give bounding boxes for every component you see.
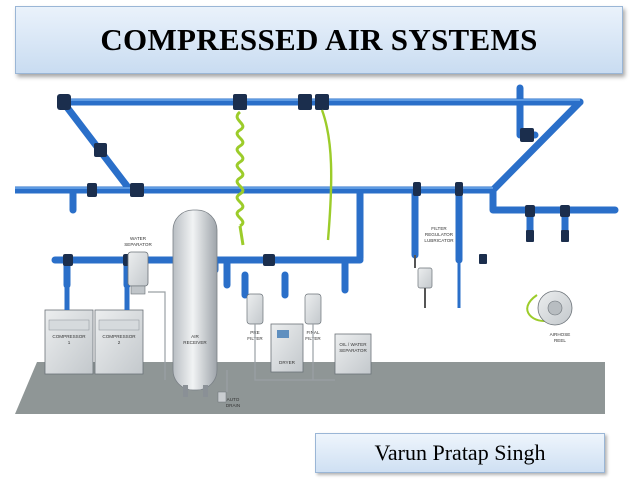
label-air-receiver-2: RECEIVER [183, 340, 207, 345]
label-auto-drain-1: AUTO [227, 397, 240, 402]
label-dryer: DRYER [279, 360, 296, 365]
label-compressor-2-b: 2 [118, 340, 121, 345]
label-compressor-1-b: 1 [68, 340, 71, 345]
author-name: Varun Pratap Singh [374, 440, 546, 465]
coiled-hose [235, 110, 245, 246]
compressor-risers [64, 285, 130, 310]
label-oil-water-separator-1: OIL / WATER [339, 342, 367, 347]
dryer: DRYER [270, 323, 304, 373]
label-compressor-2-a: COMPRESSOR [102, 334, 136, 339]
pipe-fittings [57, 94, 570, 266]
air-receiver-tank: AIR RECEIVER [172, 209, 218, 397]
straight-hose [320, 109, 333, 241]
auto-drain: AUTO DRAIN [217, 391, 240, 408]
label-airhose-reel-1: AIRHOSE [550, 332, 571, 337]
label-air-receiver-1: AIR [191, 334, 199, 339]
label-compressor-1-a: COMPRESSOR [52, 334, 86, 339]
hanging-couplers [479, 230, 569, 264]
label-water-separator-1: WATER [130, 236, 147, 241]
compressor-1: COMPRESSOR 1 [44, 309, 94, 375]
author-banner: Varun Pratap Singh [315, 433, 605, 473]
compressor-2: COMPRESSOR 2 [94, 309, 144, 375]
slide-title: COMPRESSED AIR SYSTEMS [100, 22, 538, 57]
title-banner: COMPRESSED AIR SYSTEMS [15, 6, 623, 74]
water-separator: WATER SEPARATOR [124, 236, 152, 295]
floor-platform [15, 362, 605, 414]
label-oil-water-separator-2: SEPARATOR [339, 348, 367, 353]
label-water-separator-2: SEPARATOR [124, 242, 152, 247]
label-frl-2: REGULATOR [425, 232, 454, 237]
compressed-air-system-diagram: WATER SEPARATOR COMPRESSOR 1 COMPRESSOR … [15, 84, 619, 414]
label-frl-1: FILTER [431, 226, 447, 231]
label-frl-3: LUBRICATOR [424, 238, 454, 243]
drain-lines [148, 291, 335, 392]
airhose-reel: AIRHOSE REEL [537, 290, 573, 343]
filter-regulator-lubricator: FILTER REGULATOR LUBRICATOR [414, 226, 461, 308]
oil-water-separator: OIL / WATER SEPARATOR [334, 333, 372, 375]
label-auto-drain-2: DRAIN [226, 403, 240, 408]
main-pipe-network [15, 84, 619, 299]
label-airhose-reel-2: REEL [554, 338, 566, 343]
